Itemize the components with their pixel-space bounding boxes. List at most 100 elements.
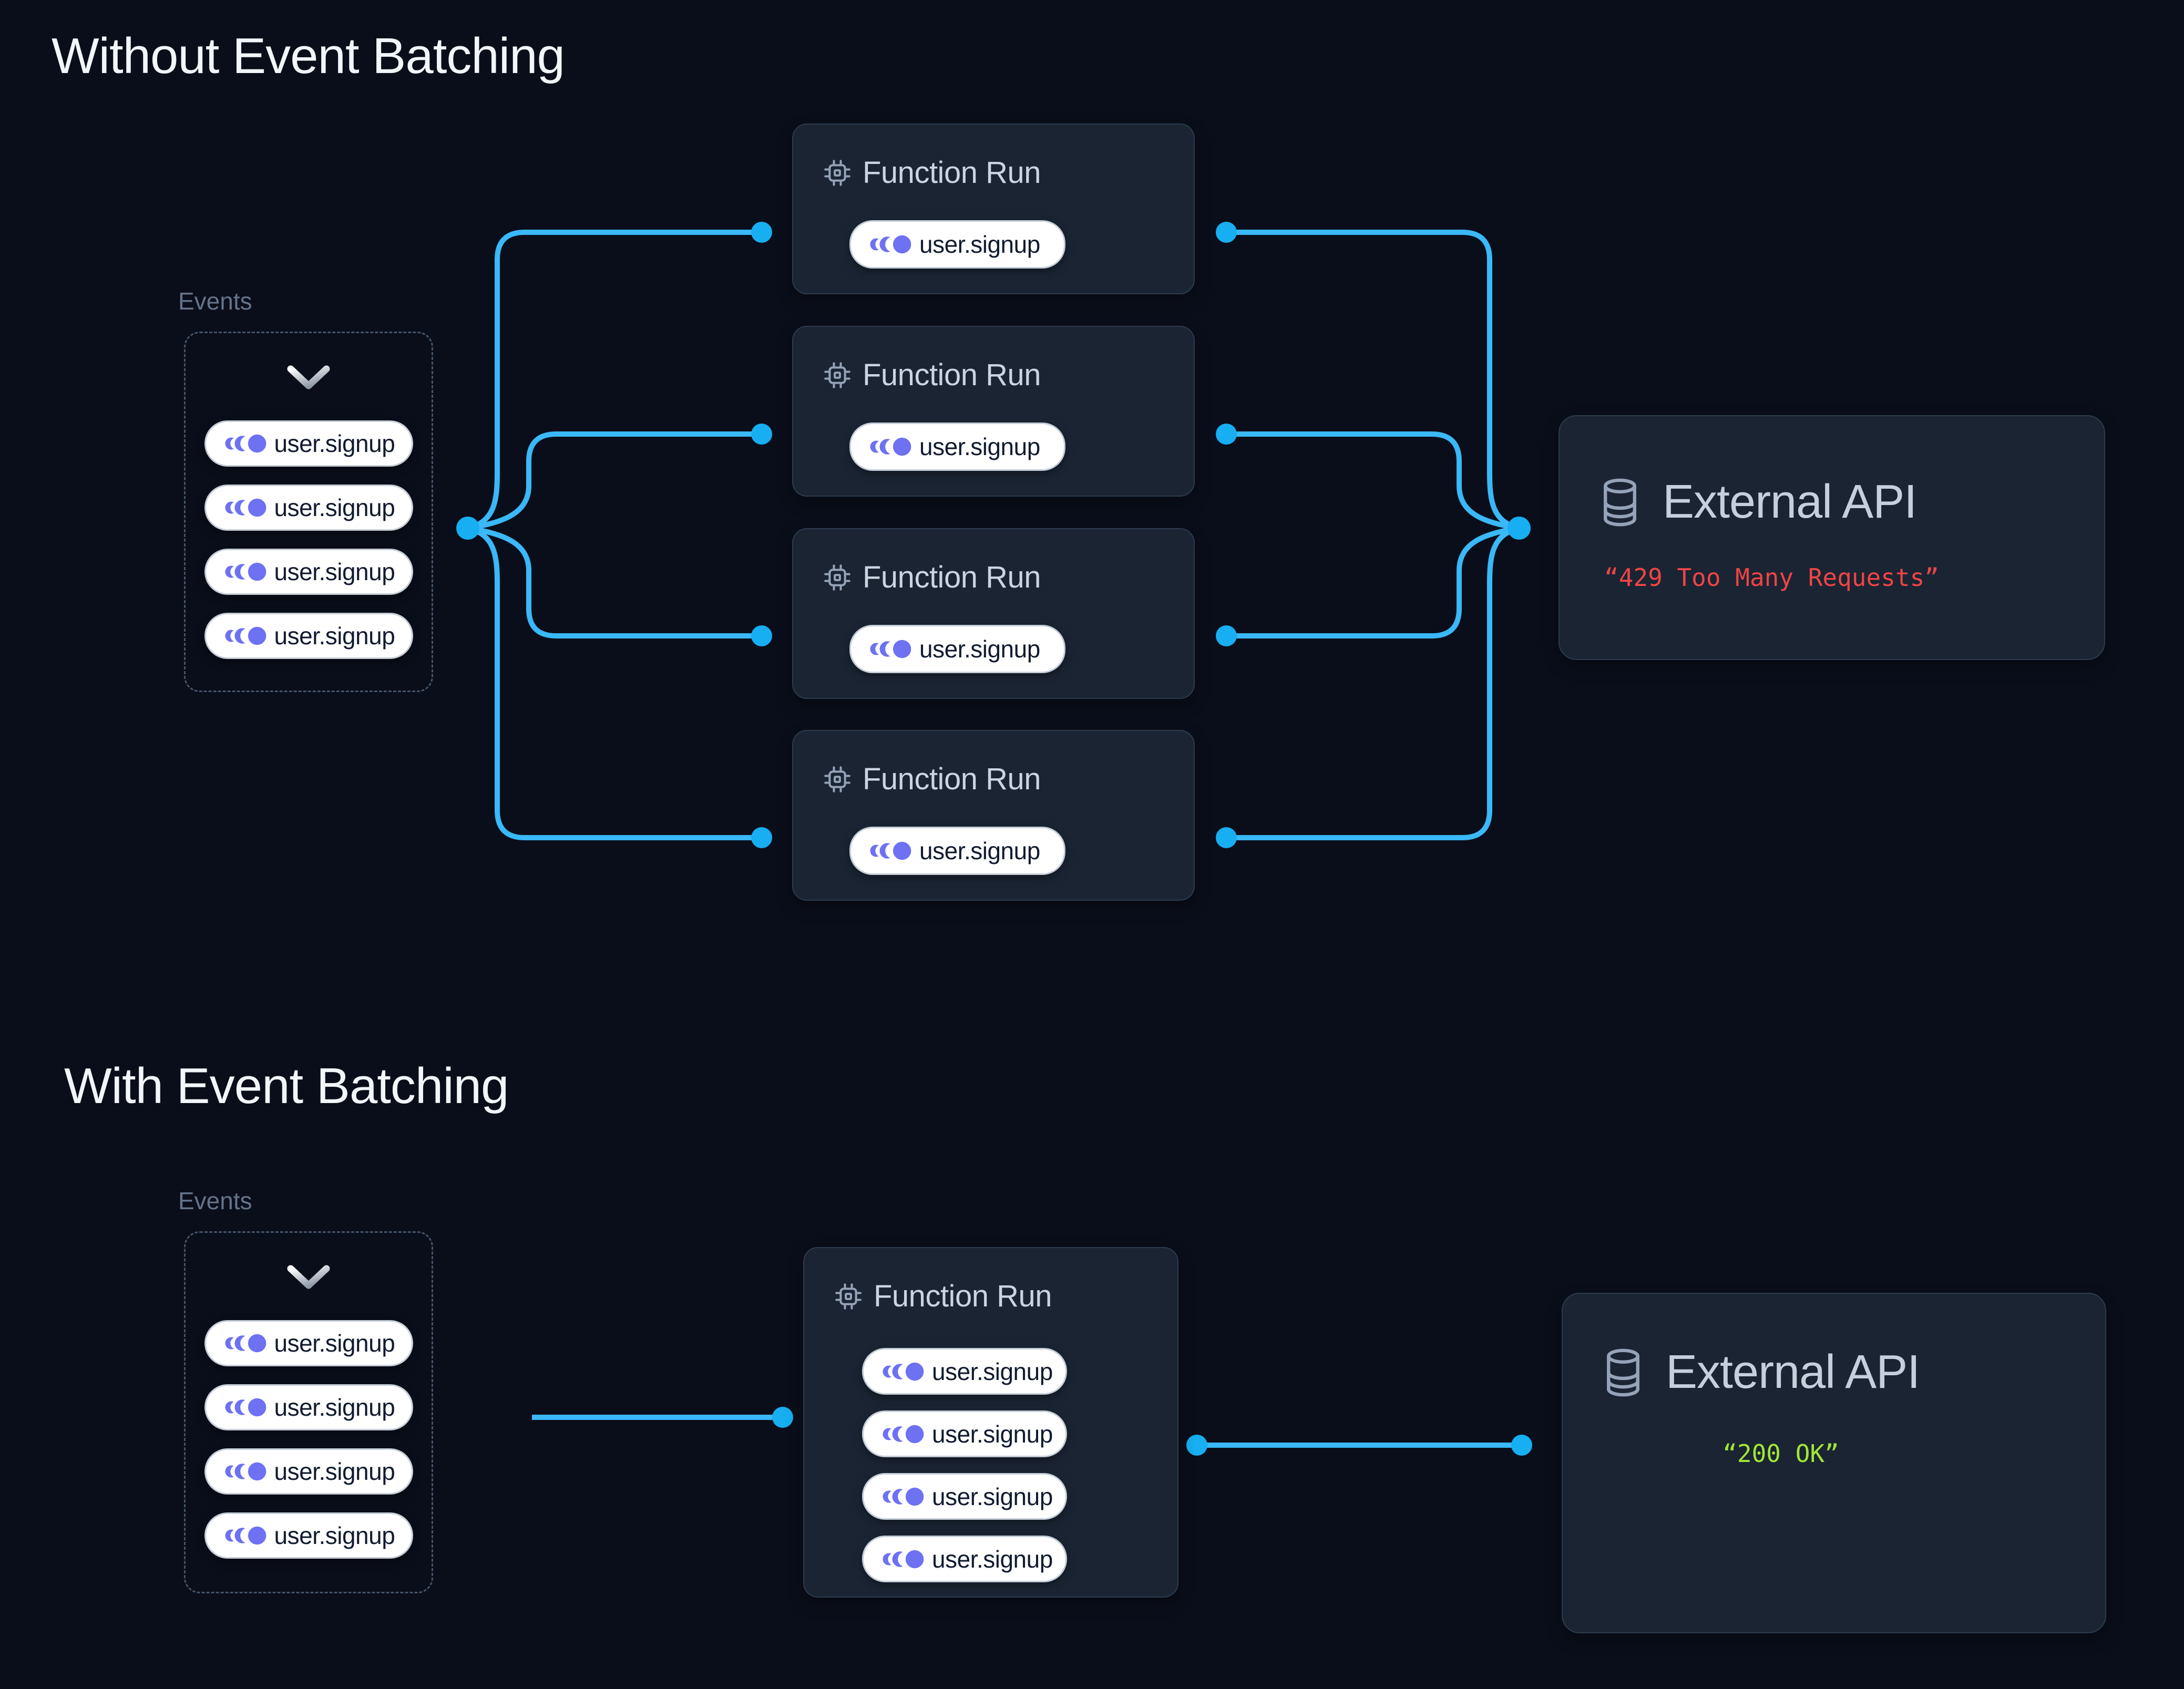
event-pill-label: user.signup (274, 1522, 395, 1549)
connector-dot (751, 827, 772, 848)
event-pill: user.signup (862, 1536, 1067, 1582)
event-pill-label: user.signup (274, 1330, 395, 1357)
event-pill-label: user.signup (274, 1394, 395, 1421)
function-run-title: Function Run (863, 762, 1041, 796)
connector-dot (1186, 1435, 1207, 1456)
external-api-card: External API “429 Too Many Requests” (1558, 415, 2105, 660)
event-icon (224, 1331, 267, 1355)
fanout-line (467, 526, 762, 638)
connector-dot (1216, 625, 1237, 646)
function-run-title: Function Run (874, 1279, 1052, 1313)
function-run-card: Function Run user.signup (792, 730, 1195, 901)
function-run-header: Function Run (824, 155, 1041, 190)
fanin-line (1226, 526, 1520, 840)
event-pill: user.signup (204, 1448, 413, 1495)
function-run-card: Function Run user.signup (792, 123, 1195, 294)
function-run-header: Function Run (824, 357, 1041, 393)
events-label: Events (178, 287, 252, 315)
event-pill: user.signup (849, 423, 1065, 471)
database-icon (1604, 1348, 1643, 1397)
event-icon (881, 1360, 925, 1384)
connector-dot (1511, 1435, 1532, 1456)
section-title-without-batching: Without Event Batching (52, 28, 565, 84)
event-pill: user.signup (204, 420, 413, 467)
database-icon (1601, 478, 1639, 527)
event-pill-label: user.signup (274, 558, 395, 585)
connector-dot (751, 222, 772, 243)
connector-dot (1216, 424, 1237, 445)
event-icon (224, 1523, 267, 1548)
event-pill: user.signup (849, 625, 1065, 673)
connector-dot (751, 424, 772, 445)
api-status-error: “429 Too Many Requests” (1604, 563, 1939, 592)
external-api-card: External API “200 OK” (1562, 1293, 2106, 1633)
event-icon (869, 637, 912, 661)
event-icon (224, 624, 267, 648)
external-api-header: External API (1604, 1345, 1920, 1399)
cpu-chip-icon (835, 1283, 862, 1310)
function-run-card-batched: Function Run user.signup user.signup use… (803, 1247, 1178, 1598)
chevron-down-icon (286, 365, 331, 391)
event-pill-label: user.signup (274, 494, 395, 521)
fanout-line (467, 431, 762, 531)
connector-dot (1216, 827, 1237, 848)
function-run-title: Function Run (863, 156, 1041, 190)
event-pill-label: user.signup (274, 622, 395, 650)
event-pill: user.signup (204, 485, 413, 531)
event-icon (869, 839, 912, 863)
connector-dot (1508, 517, 1531, 540)
event-icon (881, 1485, 925, 1509)
event-pill: user.signup (204, 549, 413, 595)
connector-dot (751, 625, 772, 646)
external-api-header: External API (1601, 475, 1917, 529)
fanin-line (1226, 230, 1520, 531)
api-status-success: “200 OK” (1722, 1439, 1839, 1468)
function-run-title: Function Run (863, 560, 1041, 594)
event-icon (881, 1422, 925, 1446)
event-icon (224, 431, 267, 456)
function-run-header: Function Run (835, 1279, 1052, 1314)
cpu-chip-icon (824, 159, 851, 187)
event-pill-label: user.signup (919, 837, 1040, 864)
batched-pill-stack: user.signup user.signup user.signup user… (862, 1348, 1067, 1582)
event-pill: user.signup (862, 1473, 1067, 1520)
section-title-with-batching: With Event Batching (64, 1058, 509, 1114)
fanout-line (467, 230, 762, 531)
event-pill: user.signup (204, 1512, 413, 1559)
function-run-card: Function Run user.signup (792, 528, 1195, 699)
event-icon (869, 232, 912, 256)
event-pill-label: user.signup (919, 231, 1040, 258)
event-pill: user.signup (204, 1320, 413, 1366)
fanin-line (1226, 526, 1520, 638)
connector-dot (456, 517, 479, 540)
event-pill: user.signup (862, 1410, 1067, 1457)
event-pill: user.signup (849, 220, 1065, 269)
function-run-header: Function Run (824, 761, 1041, 797)
function-run-card: Function Run user.signup (792, 326, 1195, 497)
event-icon (224, 1459, 267, 1484)
events-label: Events (178, 1187, 252, 1214)
connector-dot (772, 1407, 793, 1428)
event-icon (224, 1395, 267, 1419)
event-pill-label: user.signup (932, 1420, 1053, 1448)
event-pill-label: user.signup (274, 1458, 395, 1485)
events-queue-box: user.signup user.signup user.signup user… (184, 1231, 433, 1593)
fanin-line (1226, 431, 1520, 531)
event-pill: user.signup (862, 1348, 1067, 1395)
event-pill-label: user.signup (932, 1545, 1053, 1573)
event-pill-label: user.signup (919, 433, 1040, 460)
event-icon (224, 496, 267, 520)
external-api-title: External API (1666, 1346, 1920, 1398)
event-pill-label: user.signup (274, 430, 395, 457)
event-pill: user.signup (204, 1384, 413, 1430)
connector-dot (1216, 222, 1237, 243)
external-api-title: External API (1663, 476, 1917, 528)
event-icon (224, 560, 267, 584)
cpu-chip-icon (824, 564, 851, 591)
fanout-line (467, 526, 762, 840)
event-icon (869, 435, 912, 459)
event-pill-label: user.signup (932, 1482, 1053, 1510)
event-icon (881, 1547, 925, 1571)
